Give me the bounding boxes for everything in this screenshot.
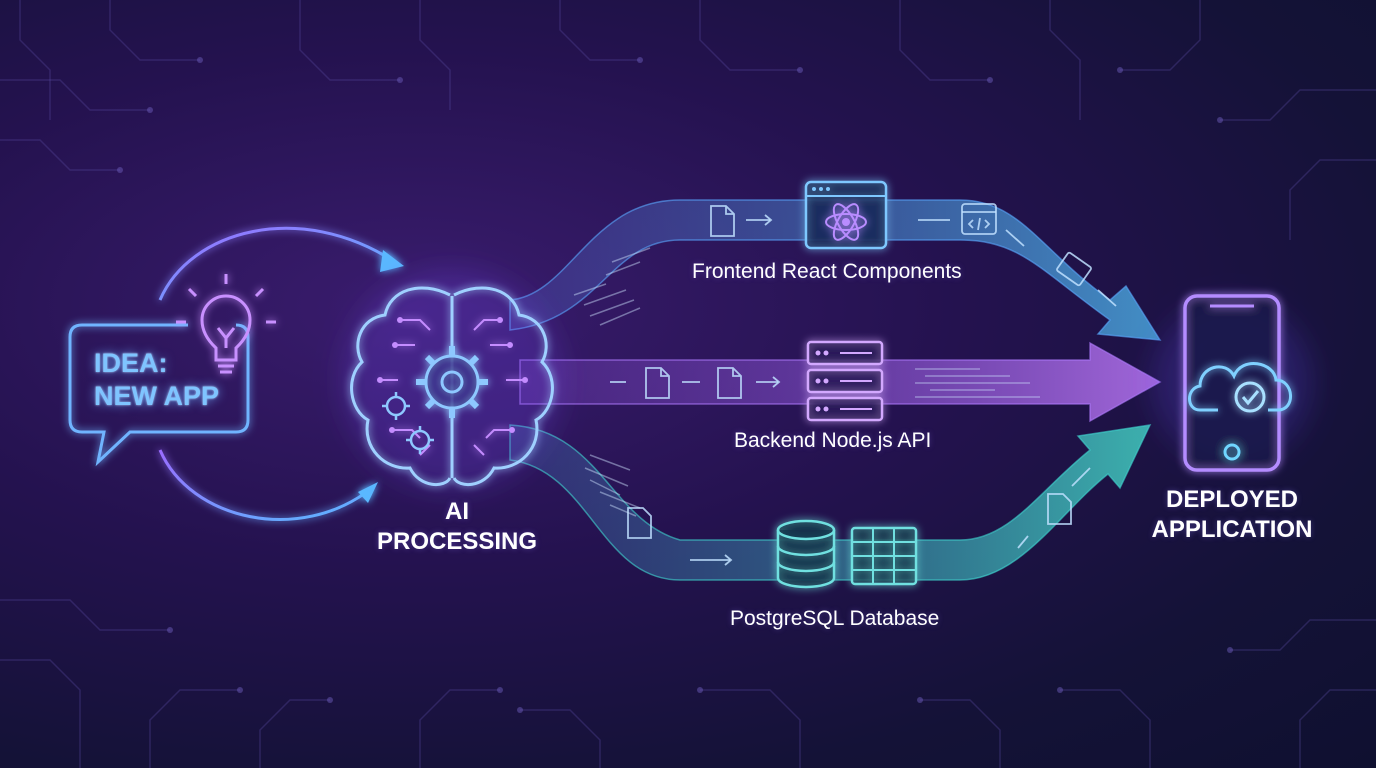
- idea-loop-arrows: [158, 226, 396, 521]
- database-path: [509, 424, 1152, 581]
- frontend-label: Frontend React Components: [692, 260, 962, 283]
- idea-label: IDEA: NEW APP: [94, 347, 219, 413]
- frontend-path: [509, 199, 1162, 341]
- gear-icon: [382, 392, 434, 454]
- gear-icon: [416, 346, 488, 418]
- document-icon: [627, 493, 1072, 539]
- deployed-application-label: DEPLOYED APPLICATION: [1132, 485, 1332, 545]
- document-icon: [645, 367, 742, 399]
- idea-line1: IDEA:: [94, 348, 168, 378]
- deployed-line2: APPLICATION: [1151, 516, 1313, 543]
- ai-line2: PROCESSING: [376, 528, 538, 555]
- smartphone-icon: [1183, 294, 1281, 472]
- cloud-check-icon: [1188, 362, 1292, 413]
- ai-processing-label: AI PROCESSING: [362, 497, 552, 557]
- backend-label: Backend Node.js API: [734, 429, 932, 452]
- database-label: PostgreSQL Database: [730, 607, 940, 630]
- idea-line2: NEW APP: [94, 381, 220, 411]
- ai-line1: AI: [445, 498, 469, 525]
- deployed-line1: DEPLOYED: [1165, 486, 1299, 513]
- lightbulb-icon: [176, 274, 276, 374]
- table-grid-icon: [850, 526, 918, 586]
- database-cylinder-icon: [776, 519, 836, 589]
- react-logo-icon: [825, 203, 867, 241]
- document-icon: [710, 205, 735, 237]
- code-window-icon: [961, 203, 997, 235]
